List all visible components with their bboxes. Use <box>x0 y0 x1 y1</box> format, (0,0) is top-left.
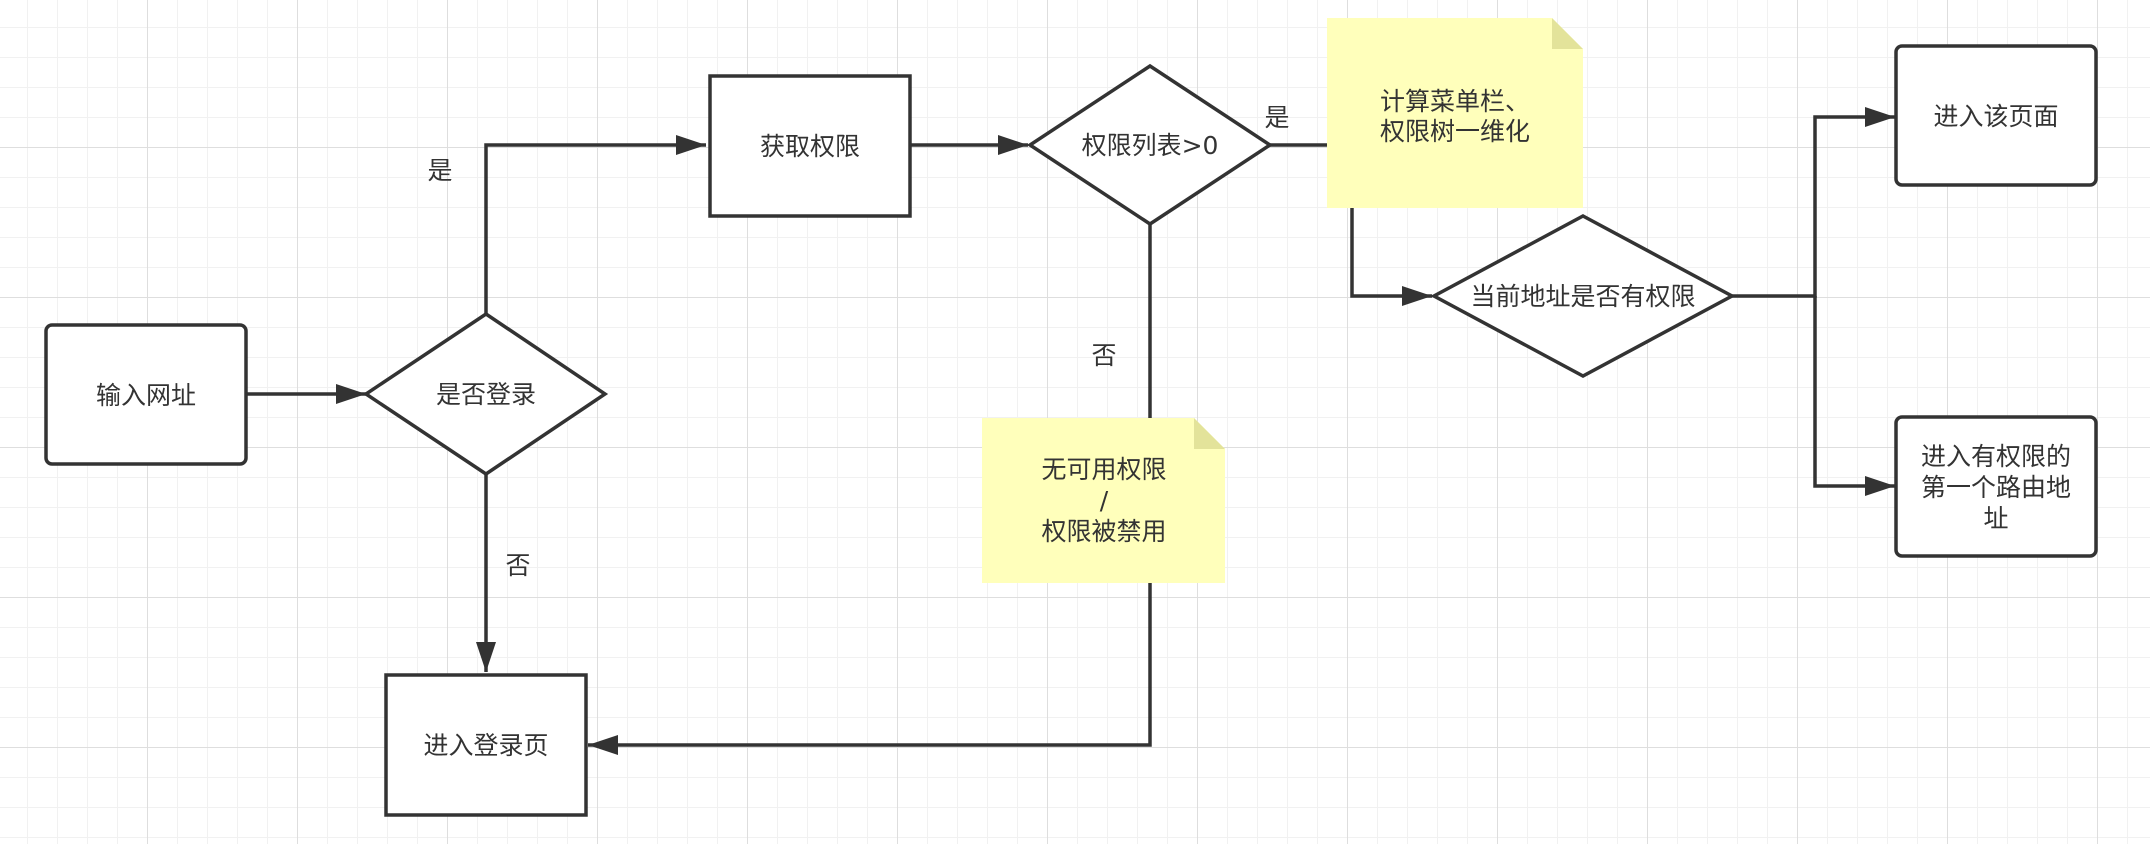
edge-list-no: 否 <box>1091 224 1152 418</box>
node-permission-list-check: 权限列表>0 <box>1026 63 1274 227</box>
node-input-url-label: 输入网址 <box>96 381 196 410</box>
node-no-permission-note-line-3: 权限被禁用 <box>1041 517 1166 546</box>
node-no-permission-note-line-2: / <box>1100 486 1109 515</box>
edge-label-login-no: 否 <box>505 551 530 580</box>
node-enter-page: 进入该页面 <box>1894 44 2098 187</box>
node-enter-first-route: 进入有权限的 第一个路由地 址 <box>1894 415 2098 558</box>
edge-login-no: 否 <box>476 474 531 672</box>
node-input-url: 输入网址 <box>44 323 248 466</box>
node-no-permission-note-line-1: 无可用权限 <box>1041 455 1166 484</box>
node-no-permission-note: 无可用权限 / 权限被禁用 <box>982 418 1225 583</box>
node-get-permissions: 获取权限 <box>708 74 912 218</box>
edge-label-list-no: 否 <box>1091 341 1116 370</box>
edge-note-to-login <box>588 583 1152 755</box>
node-is-logged-in-label: 是否登录 <box>436 380 536 409</box>
node-compute-menu-note-line-1: 计算菜单栏、 <box>1380 87 1530 116</box>
node-compute-menu-note: 计算菜单栏、 权限树一维化 <box>1327 18 1583 208</box>
node-enter-first-route-line-1: 进入有权限的 <box>1921 442 2071 471</box>
edge-label-list-yes: 是 <box>1264 103 1289 132</box>
edge-label-login-yes: 是 <box>427 156 452 185</box>
node-current-address-check: 当前地址是否有权限 <box>1430 214 1736 378</box>
node-enter-first-route-line-2: 第一个路由地 <box>1921 473 2071 502</box>
edge-login-yes: 是 <box>427 135 706 314</box>
node-is-logged-in: 是否登录 <box>362 311 609 477</box>
node-enter-page-label: 进入该页面 <box>1933 102 2058 131</box>
node-compute-menu-note-line-2: 权限树一维化 <box>1380 117 1530 146</box>
edge-address-to-page <box>1732 107 1895 298</box>
edge-note-to-address-check <box>1350 208 1432 306</box>
edge-address-to-first-route <box>1813 296 1895 496</box>
node-current-address-check-label: 当前地址是否有权限 <box>1470 282 1695 311</box>
node-enter-first-route-line-3: 址 <box>1983 504 2008 533</box>
node-login-page: 进入登录页 <box>384 673 588 817</box>
edge-list-yes: 是 <box>1264 103 1327 147</box>
node-get-permissions-label: 获取权限 <box>760 132 860 161</box>
node-login-page-label: 进入登录页 <box>423 731 548 760</box>
node-permission-list-check-label: 权限列表>0 <box>1082 131 1219 160</box>
